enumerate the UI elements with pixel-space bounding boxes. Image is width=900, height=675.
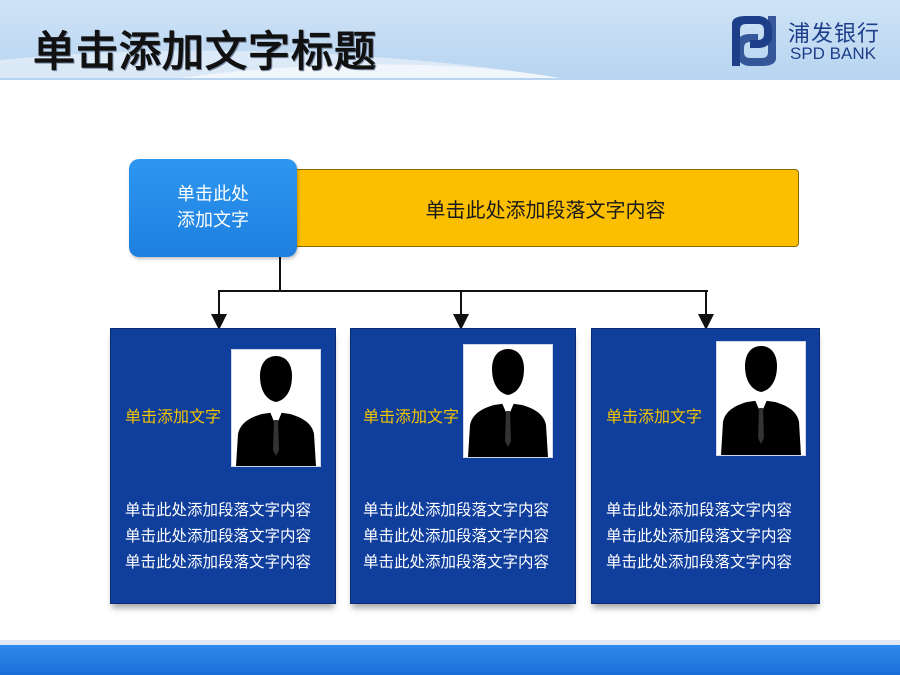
card-line[interactable]: 单击此处添加段落文字内容 (363, 527, 550, 545)
card-line[interactable]: 单击此处添加段落文字内容 (125, 501, 312, 519)
brand-logo: 浦发银行 SPD BANK (728, 14, 888, 70)
card-line[interactable]: 单击此处添加段落文字内容 (606, 527, 793, 545)
card-line[interactable]: 单击此处添加段落文字内容 (125, 527, 312, 545)
card-line[interactable]: 单击此处添加段落文字内容 (606, 553, 793, 571)
card-text-lines: 单击此处添加段落文字内容 单击此处添加段落文字内容 单击此处添加段落文字内容 (363, 497, 549, 575)
person-silhouette-icon (716, 341, 806, 456)
profile-card-1[interactable]: 单击添加文字 单击此处添加段落文字内容 单击此处添加段落文字内容 单击此处添加段… (110, 328, 336, 604)
brand-name-cn: 浦发银行 (788, 22, 881, 47)
footer-bar (0, 645, 900, 675)
card-text-lines: 单击此处添加段落文字内容 单击此处添加段落文字内容 单击此处添加段落文字内容 (606, 497, 792, 575)
page-title[interactable]: 单击添加文字标题 (33, 27, 378, 76)
card-title[interactable]: 单击添加文字 (125, 407, 222, 426)
card-line[interactable]: 单击此处添加段落文字内容 (125, 553, 312, 571)
person-silhouette-icon (231, 349, 321, 467)
card-line[interactable]: 单击此处添加段落文字内容 (363, 553, 550, 571)
top-paragraph-bar[interactable]: 单击此处添加段落文字内容 (272, 169, 799, 247)
footer-divider (0, 640, 900, 645)
profile-card-3[interactable]: 单击添加文字 单击此处添加段落文字内容 单击此处添加段落文字内容 单击此处添加段… (591, 328, 820, 604)
top-label-box[interactable]: 单击此处 添加文字 (129, 159, 297, 257)
header-swoosh-decoration (0, 50, 560, 78)
card-title[interactable]: 单击添加文字 (606, 407, 703, 426)
card-line[interactable]: 单击此处添加段落文字内容 (363, 501, 550, 519)
spd-logo-icon (732, 16, 776, 66)
person-silhouette-icon (463, 344, 553, 458)
brand-name-en: SPD BANK (790, 44, 876, 63)
profile-card-2[interactable]: 单击添加文字 单击此处添加段落文字内容 单击此处添加段落文字内容 单击此处添加段… (350, 328, 576, 604)
card-line[interactable]: 单击此处添加段落文字内容 (606, 501, 793, 519)
card-title[interactable]: 单击添加文字 (363, 407, 460, 426)
card-text-lines: 单击此处添加段落文字内容 单击此处添加段落文字内容 单击此处添加段落文字内容 (125, 497, 311, 575)
